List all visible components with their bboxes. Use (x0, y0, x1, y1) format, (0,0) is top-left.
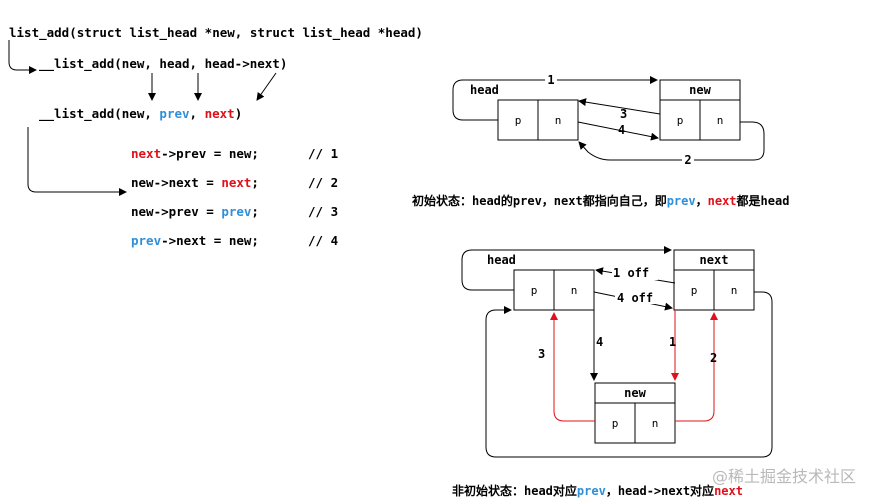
comment-3: // 3 (308, 204, 339, 219)
arrow-def-to-body (27, 127, 127, 196)
def-next: next (204, 106, 235, 121)
svg-text:1: 1 (547, 73, 554, 87)
initial-label-2: 2 (684, 153, 691, 167)
initial-caption-prev: prev (666, 194, 696, 208)
general-new-label: new (624, 386, 646, 400)
code-line-3: new->prev = prev; (131, 204, 259, 219)
call-args: new, head, head->next) (121, 56, 288, 71)
general-head-p: p (531, 284, 538, 297)
code-line-1: next->prev = new; (131, 146, 259, 161)
general-state-caption: 非初始状态：head对应prev，head->next对应next (452, 482, 743, 499)
def-prev: prev (159, 106, 190, 121)
general-caption-next: next (714, 484, 743, 498)
initial-label-4: 4 (618, 123, 625, 137)
initial-state-caption: 初始状态：head的prev，next都指向自己，即prev，next都是hea… (412, 192, 789, 209)
general-caption-prev: prev (576, 484, 606, 498)
line1-rhs: ->prev = new; (161, 146, 259, 161)
initial-caption-c: 都是head (736, 194, 790, 208)
general-arrow-outer-loop (485, 291, 773, 458)
line4-rhs: ->next = new; (161, 233, 259, 248)
general-next-n: n (731, 284, 738, 297)
initial-new-n: n (717, 114, 724, 127)
general-head-label: head (487, 253, 516, 267)
initial-arrow-4 (577, 121, 659, 141)
general-arrow-head-loop (461, 246, 672, 291)
general-label-4-off: 4 off (617, 291, 653, 305)
definition-line: __list_add(new, prev, next) (39, 106, 242, 121)
initial-new-label: new (689, 83, 711, 97)
initial-head-p: p (515, 114, 522, 127)
general-arrow-3 (550, 312, 595, 422)
initial-arrow-2 (578, 121, 765, 161)
general-label-1: 1 (669, 335, 676, 349)
comment-1: // 1 (308, 146, 339, 161)
comment-4: // 4 (308, 233, 339, 248)
initial-head-label: head (470, 83, 499, 97)
signature-func: list_add (9, 25, 70, 40)
call-func: __list_add( (39, 56, 122, 71)
general-label-1-off: 1 off (613, 266, 649, 280)
arrow-signature-to-call (8, 40, 37, 74)
general-label-3: 3 (538, 347, 545, 361)
line3-rhs: prev (221, 204, 252, 219)
initial-label-3: 3 (620, 107, 627, 121)
initial-state-diagram: head p n new p n 1 1 3 4 2 (452, 73, 765, 167)
watermark: @稀土掘金技术社区 (711, 467, 856, 486)
comment-2: // 2 (308, 175, 339, 190)
code-line-2: new->next = next; (131, 175, 259, 190)
initial-caption-next: next (707, 194, 737, 208)
initial-arrow-1 (452, 76, 658, 121)
general-new-n: n (652, 417, 659, 430)
general-caption-b: ，head->next对应 (605, 484, 715, 498)
line2-rhs: next (221, 175, 252, 190)
initial-arrow-3 (578, 98, 661, 115)
general-label-4: 4 (596, 335, 603, 349)
line2-lhs: new->next = (131, 175, 222, 190)
initial-new-p: p (677, 114, 684, 127)
def-close: ) (234, 106, 243, 121)
code-line-4: prev->next = new; (131, 233, 259, 248)
initial-head-n: n (555, 114, 562, 127)
line3-tail: ; (251, 204, 259, 219)
general-head-n: n (571, 284, 578, 297)
def-comma: , (189, 106, 205, 121)
general-next-p: p (691, 284, 698, 297)
line4-lhs: prev (131, 233, 162, 248)
arrow-next-param (256, 72, 277, 101)
general-next-label: next (700, 253, 729, 267)
call-line: __list_add(new, head, head->next) (39, 56, 287, 71)
general-new-p: p (612, 417, 619, 430)
line1-lhs: next (131, 146, 162, 161)
initial-caption-b: ， (695, 194, 708, 208)
general-state-diagram: head p n next p n new p n 1 off 4 off 4 … (461, 246, 773, 458)
signature-args: (struct list_head *new, struct list_head… (69, 25, 423, 40)
general-caption-a: 非初始状态：head对应 (452, 484, 577, 498)
initial-caption-a: 初始状态：head的prev，next都指向自己，即 (412, 194, 667, 208)
general-label-2: 2 (710, 351, 717, 365)
general-arrow-2 (675, 312, 718, 422)
def-func: __list_add(new, (39, 106, 160, 121)
signature-line: list_add(struct list_head *new, struct l… (9, 25, 423, 40)
line2-tail: ; (251, 175, 259, 190)
line3-lhs: new->prev = (131, 204, 222, 219)
